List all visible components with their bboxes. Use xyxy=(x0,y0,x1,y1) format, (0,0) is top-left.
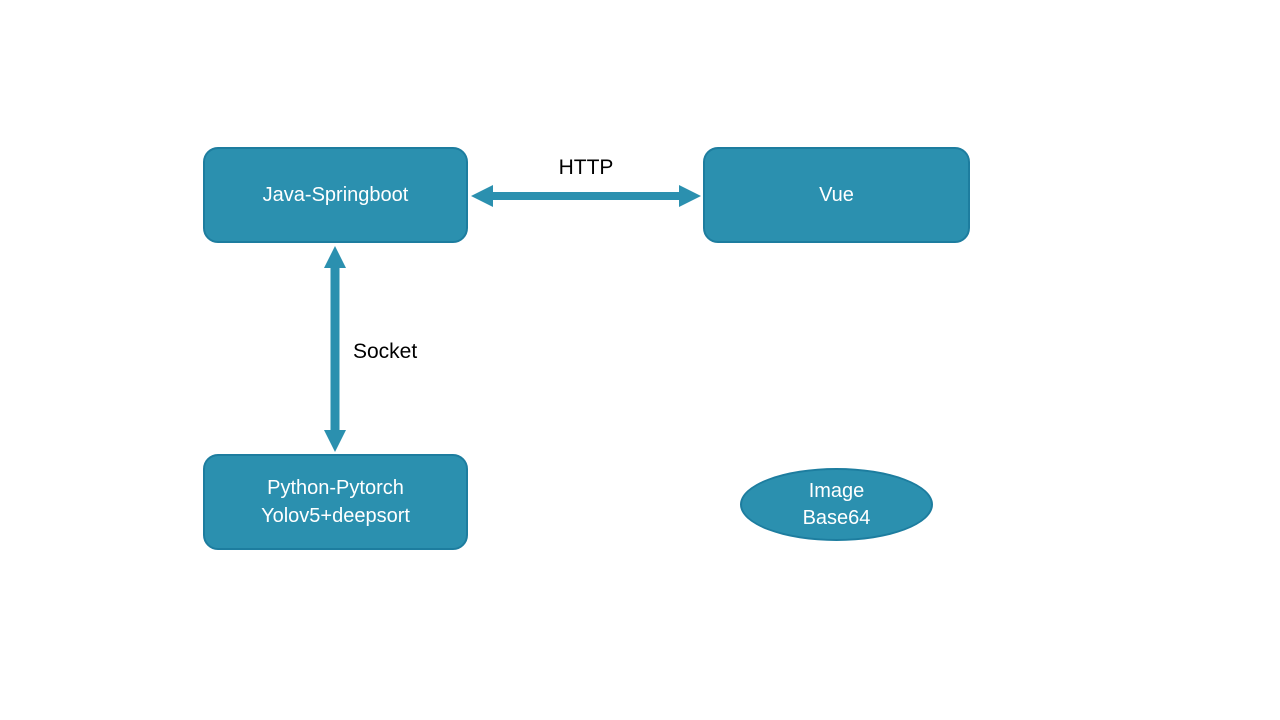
http-double-arrow xyxy=(471,185,701,207)
node-python-pytorch: Python-Pytorch Yolov5+deepsort xyxy=(203,454,468,550)
node-python-pytorch-label-line2: Yolov5+deepsort xyxy=(261,505,410,527)
node-image-base64: Image Base64 xyxy=(740,468,933,541)
node-vue: Vue xyxy=(703,147,970,243)
edge-label-socket: Socket xyxy=(353,340,418,363)
node-python-pytorch-label-line1: Python-Pytorch xyxy=(267,477,404,499)
node-image-base64-label-line2: Base64 xyxy=(802,506,871,529)
node-vue-label: Vue xyxy=(819,184,854,206)
node-java-springboot-label: Java-Springboot xyxy=(262,184,409,206)
node-image-base64-label-line1: Image xyxy=(808,479,865,502)
edge-label-http: HTTP xyxy=(558,156,614,179)
node-java-springboot: Java-Springboot xyxy=(203,147,468,243)
socket-double-arrow xyxy=(324,246,346,452)
